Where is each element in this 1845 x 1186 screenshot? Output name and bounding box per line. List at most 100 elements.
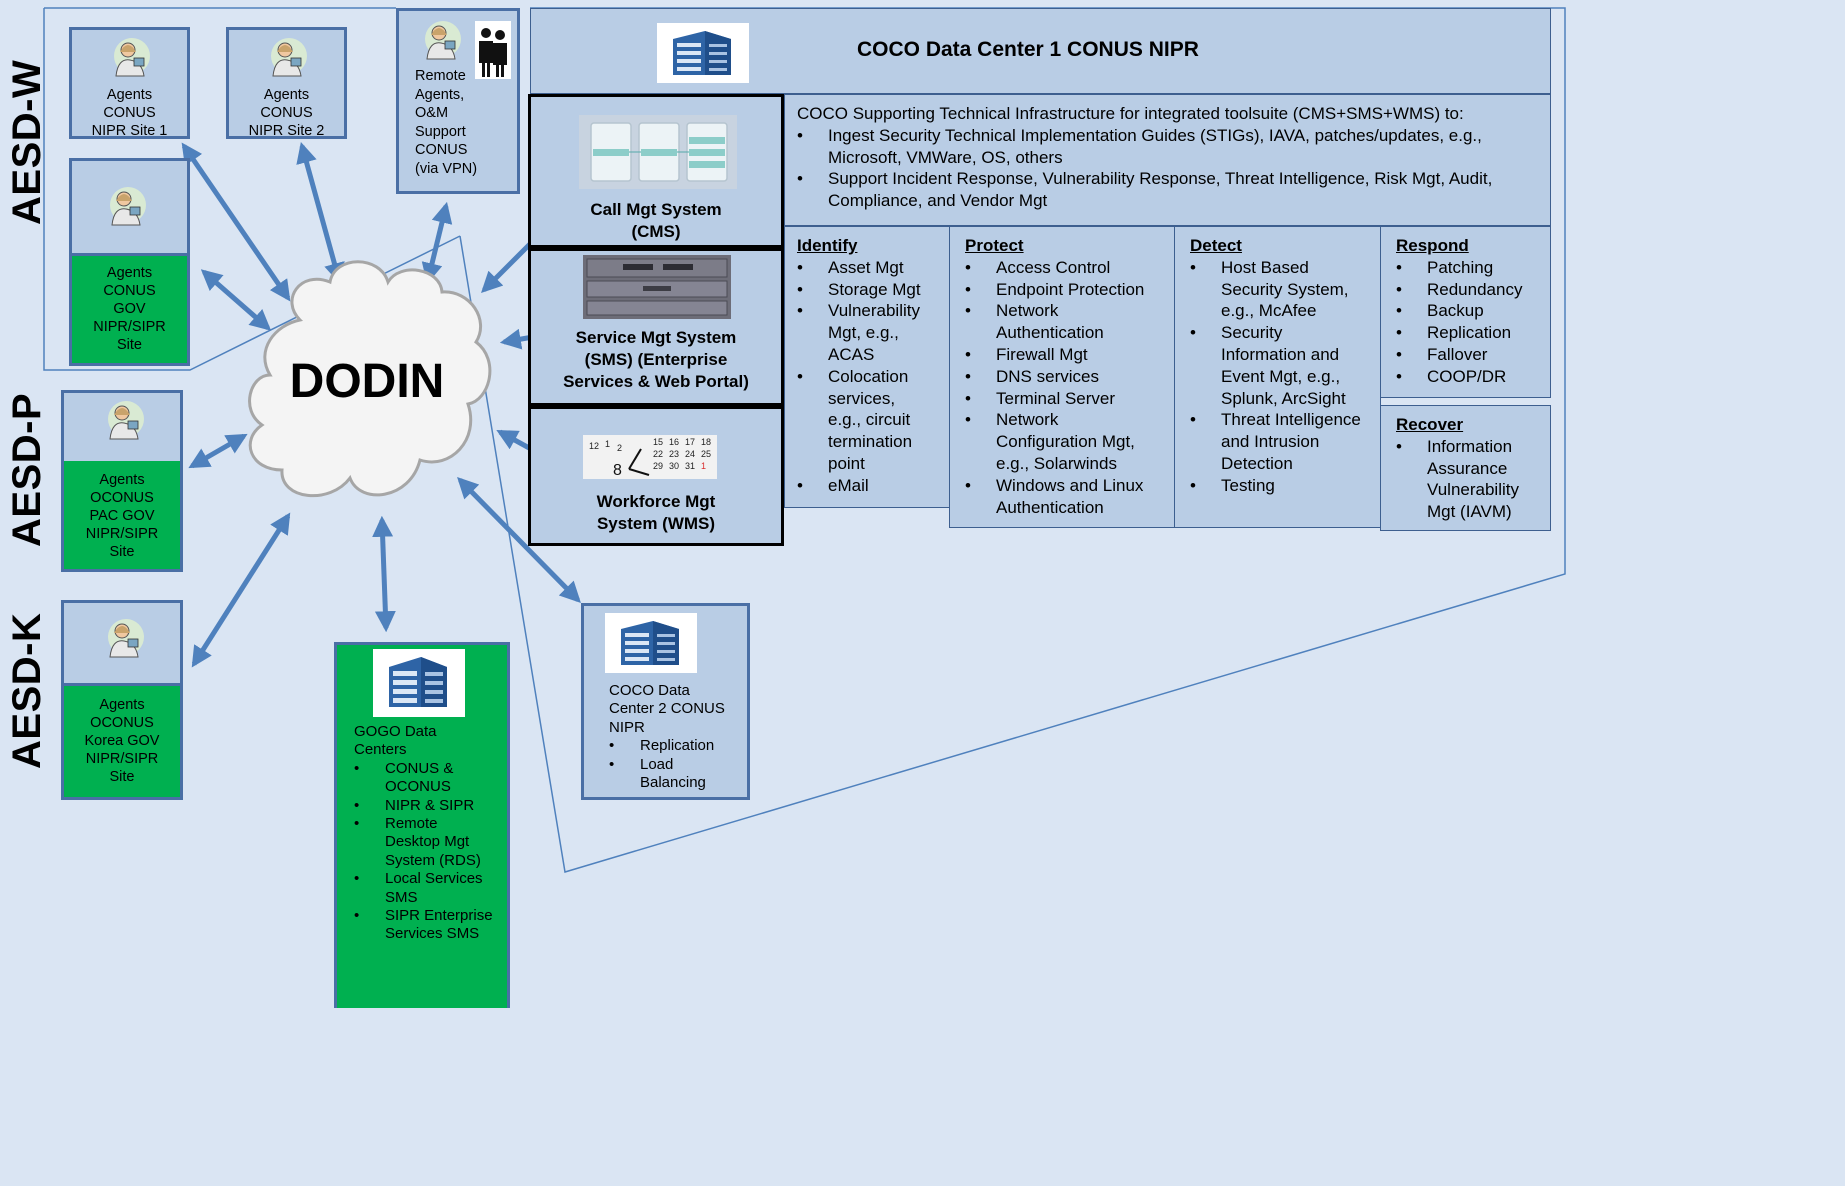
list-item: eMail: [797, 475, 949, 497]
building-icon: [621, 621, 679, 665]
detect-title: Detect: [1190, 236, 1242, 255]
protect-list: Access Control Endpoint Protection Netwo…: [965, 257, 1163, 519]
svg-text:25: 25: [701, 449, 711, 459]
recover-list: Information Assurance Vulnerability Mgt …: [1396, 436, 1536, 523]
datacenter2-content: COCO Data Center 2 CONUS NIPR Replicatio…: [609, 682, 747, 792]
list-item: Network Authentication: [965, 300, 1136, 344]
svg-text:23: 23: [669, 449, 679, 459]
datacenter1-title: COCO Data Center 1 CONUS NIPR: [857, 38, 1199, 61]
list-item: DNS services: [965, 366, 1163, 388]
identify-list: Asset Mgt Storage Mgt Vulnerability Mgt,…: [797, 257, 949, 497]
list-item: Access Control: [965, 257, 1163, 279]
svg-text:12: 12: [589, 441, 599, 451]
list-item: Backup: [1396, 300, 1550, 322]
svg-text:30: 30: [669, 461, 679, 471]
identify-title: Identify: [797, 236, 858, 255]
svg-text:8: 8: [613, 462, 622, 479]
list-item: Storage Mgt: [797, 279, 949, 301]
svg-text:2: 2: [617, 443, 622, 453]
agents-site2-box: Agents CONUS NIPR Site 2: [226, 27, 347, 139]
svg-text:29: 29: [653, 461, 663, 471]
agents-pac-label: Agents OCONUS PAC GOV NIPR/SIPR Site: [85, 472, 159, 560]
dodin-cloud: [248, 260, 492, 498]
list-item: Network Configuration Mgt, e.g., Solarwi…: [965, 409, 1158, 474]
gogo-content: GOGO Data Centers CONUS & OCONUS NIPR & …: [354, 723, 494, 944]
svg-text:1: 1: [605, 439, 610, 449]
region-label-aesd-w: AESD-W: [5, 59, 49, 225]
list-item: SIPR Enterprise Services SMS: [354, 907, 495, 944]
recover-title: Recover: [1396, 415, 1464, 434]
detect-panel: Detect Host Based Security System, e.g.,…: [1174, 226, 1381, 528]
region-label-aesd-k: AESD-K: [5, 612, 49, 769]
list-item: NIPR & SIPR: [354, 797, 494, 816]
agent-icon: [110, 187, 146, 226]
svg-text:22: 22: [653, 449, 663, 459]
list-item: Fallover: [1396, 344, 1550, 366]
list-item: Firewall Mgt: [965, 344, 1163, 366]
svg-text:16: 16: [669, 437, 679, 447]
identify-panel: Identify Asset Mgt Storage Mgt Vulnerabi…: [784, 226, 950, 508]
agents-site1-box: Agents CONUS NIPR Site 1: [69, 27, 190, 139]
list-item: COOP/DR: [1396, 366, 1550, 388]
datacenter2-list: Replication Load Balancing: [609, 737, 747, 792]
respond-list: Patching Redundancy Backup Replication F…: [1396, 257, 1550, 388]
gogo-list: CONUS & OCONUS NIPR & SIPR Remote Deskto…: [354, 760, 494, 944]
list-item: Security Information and Event Mgt, e.g.…: [1190, 322, 1371, 409]
datacenter2-title: COCO Data Center 2 CONUS NIPR: [609, 682, 725, 736]
respond-title: Respond: [1396, 236, 1469, 255]
list-item: Load Balancing: [609, 756, 720, 793]
list-item: Information Assurance Vulnerability Mgt …: [1396, 436, 1536, 523]
list-item: Redundancy: [1396, 279, 1550, 301]
cms-label: Call Mgt System (CMS): [590, 200, 722, 241]
infra-description-panel: COCO Supporting Technical Infrastructure…: [784, 94, 1551, 226]
list-item: Support Incident Response, Vulnerability…: [797, 168, 1538, 212]
gogo-datacenters-box: GOGO Data Centers CONUS & OCONUS NIPR & …: [334, 642, 510, 1008]
agent-icon: [108, 619, 144, 658]
remote-agents-label: Remote Agents, O&M Support CONUS (via VP…: [415, 68, 478, 177]
svg-text:18: 18: [701, 437, 711, 447]
building-icon: [673, 31, 731, 75]
protect-panel: Protect Access Control Endpoint Protecti…: [949, 226, 1175, 528]
list-item: Host Based Security System, e.g., McAfee: [1190, 257, 1360, 322]
agents-gov-green-panel: Agents CONUS GOV NIPR/SIPR Site: [72, 253, 187, 363]
list-item: Windows and Linux Authentication: [965, 475, 1168, 519]
list-item: Asset Mgt: [797, 257, 949, 279]
gogo-title: GOGO Data Centers: [354, 723, 437, 759]
building-icon-wrap: [373, 649, 465, 717]
cms-box: Call Mgt System (CMS): [528, 94, 784, 248]
arrow-gogo: [372, 515, 396, 633]
svg-text:31: 31: [685, 461, 695, 471]
agents-site2-label: Agents CONUS NIPR Site 2: [248, 87, 325, 139]
svg-text:1: 1: [701, 461, 706, 471]
list-item: Threat Intelligence and Intrusion Detect…: [1190, 409, 1371, 474]
agents-korea-label: Agents OCONUS Korea GOV NIPR/SIPR Site: [84, 697, 160, 785]
infra-list: Ingest Security Technical Implementation…: [797, 125, 1538, 212]
region-label-aesd-p: AESD-P: [5, 392, 49, 547]
arrow-site2: [296, 141, 345, 285]
sms-label: Service Mgt System (SMS) (Enterprise Ser…: [563, 328, 749, 391]
arrow-dc2: [457, 477, 581, 603]
diagram-connectors: [43, 7, 1566, 873]
agents-site1-label: Agents CONUS NIPR Site 1: [91, 87, 168, 139]
list-item: Patching: [1396, 257, 1550, 279]
server-rack-icon: [583, 255, 731, 319]
remote-agents-box: Remote Agents, O&M Support CONUS (via VP…: [396, 8, 520, 194]
building-icon-wrap: [657, 23, 749, 83]
list-item: Colocation services, e.g., circuit termi…: [797, 366, 928, 475]
building-icon: [389, 657, 447, 707]
list-item: CONUS & OCONUS: [354, 760, 465, 797]
arrow-gov: [200, 269, 272, 331]
list-item: Remote Desktop Mgt System (RDS): [354, 815, 485, 870]
list-item: Local Services SMS: [354, 870, 495, 907]
list-item: Vulnerability Mgt, e.g., ACAS: [797, 300, 928, 365]
arrow-remote: [421, 201, 453, 285]
wms-label: Workforce Mgt System (WMS): [596, 492, 716, 533]
list-item: Replication: [1396, 322, 1550, 344]
list-item: Terminal Server: [965, 388, 1163, 410]
svg-text:24: 24: [685, 449, 695, 459]
detect-list: Host Based Security System, e.g., McAfee…: [1190, 257, 1361, 497]
sms-box: Service Mgt System (SMS) (Enterprise Ser…: [528, 248, 784, 406]
cms-icon: [579, 115, 737, 189]
